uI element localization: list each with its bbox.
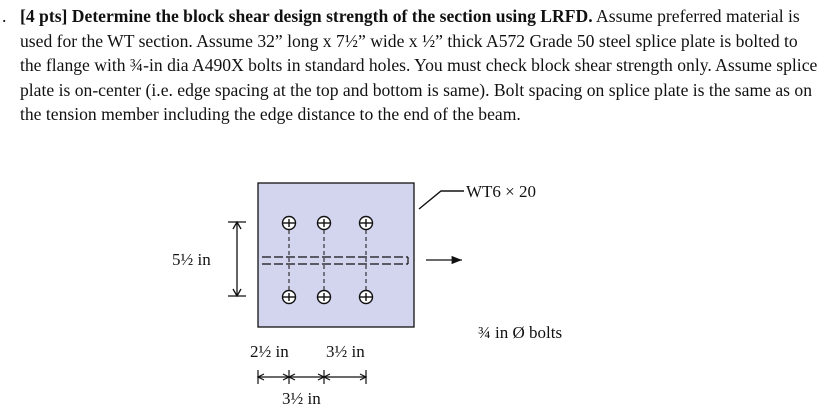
horizontal-dimension: [256, 370, 368, 384]
problem-body: Assume preferred material is used for th…: [20, 6, 818, 124]
list-bullet: .: [2, 6, 7, 26]
vertical-dimension: [228, 220, 246, 298]
problem-lead: [4 pts] Determine the block shear design…: [20, 6, 593, 26]
problem-statement: . [4 pts] Determine the block shear desi…: [2, 4, 818, 127]
bolt-top-2: [316, 215, 332, 231]
bolt-label: ¾ in Ø bolts: [478, 323, 562, 342]
bolt-pitch-top-label: 3½ in: [326, 342, 365, 361]
problem-paragraph: [4 pts] Determine the block shear design…: [6, 4, 818, 127]
vertical-spacing-label: 5½ in: [172, 250, 211, 269]
splice-plate: [257, 182, 415, 328]
edge-distance-label: 2½ in: [250, 342, 289, 361]
bolt-bottom-3: [358, 289, 374, 305]
section-leader-line: [418, 190, 464, 210]
bolt-bottom-1: [281, 289, 297, 305]
bolt-bottom-2: [316, 289, 332, 305]
bolt-top-3: [358, 215, 374, 231]
bolt-top-1: [281, 215, 297, 231]
section-label: WT6 × 20: [466, 182, 536, 201]
bolt-pitch-bottom-label: 3½ in: [282, 389, 321, 408]
